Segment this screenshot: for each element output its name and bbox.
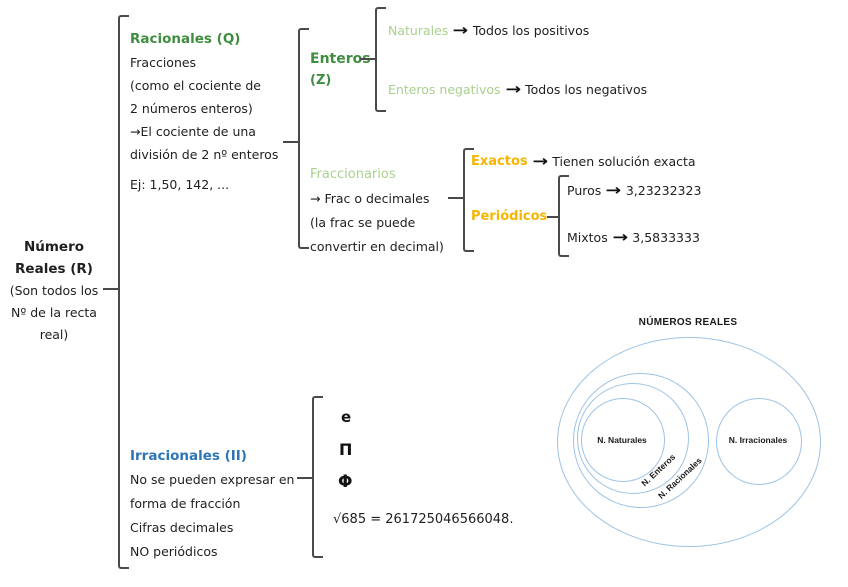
root-label-block: Número Reales (R) (Son todos los Nº de l…	[2, 236, 106, 346]
racionales-line: →El cociente de una	[130, 124, 256, 139]
racionales-block: Racionales (Q) Fracciones (como el cocie…	[130, 28, 278, 196]
venn-circle-enteros	[577, 383, 689, 494]
bracket-enteros-children	[360, 7, 386, 112]
venn-title: NÚMEROS REALES	[638, 317, 738, 328]
venn-circle-racionales	[573, 373, 709, 508]
fraccionarios-line: (la frac se puede	[310, 215, 416, 230]
root-title-line1: Número	[23, 239, 85, 255]
fraccionarios-block: Fraccionarios → Frac o decimales (la fra…	[310, 163, 444, 259]
irracionales-line: forma de fracción	[130, 496, 241, 511]
irracionales-line: NO periódicos	[130, 544, 218, 559]
mixtos-row: Mixtos → 3,5833333	[567, 228, 700, 246]
enteros-block: Enteros (Z)	[310, 48, 371, 92]
exactos-label: Exactos	[471, 153, 528, 169]
venn-label-irracionales: N. Irracionales	[728, 435, 788, 445]
irracionales-title: Irracionales (II)	[130, 448, 247, 464]
phi-symbol: Φ	[338, 472, 353, 492]
mixtos-value: 3,5833333	[632, 229, 700, 245]
arrow-icon: →	[504, 80, 521, 98]
naturales-label: Naturales	[388, 22, 449, 38]
enteros-negativos-desc: Todos los negativos	[525, 81, 648, 97]
venn-label-naturales: N. Naturales	[597, 435, 647, 445]
root-title-line2: Reales (R)	[15, 261, 93, 277]
puros-row: Puros → 3,23232323	[567, 181, 701, 199]
bracket-enteros-tick	[360, 58, 375, 60]
racionales-line: Fracciones	[130, 55, 197, 70]
bracket-irracionales-tick	[297, 477, 312, 479]
euler-number-symbol: e	[341, 408, 352, 426]
periodicos-label-row: Periódicos	[471, 209, 547, 224]
irracionales-line: Cifras decimales	[130, 520, 234, 535]
root-subtitle-line2: Nº de la recta	[11, 305, 97, 320]
periodicos-label: Periódicos	[471, 209, 548, 224]
sqrt-example: √685 = 261725046566048.	[333, 512, 514, 527]
irracionales-block: Irracionales (II) No se pueden expresar …	[130, 444, 294, 564]
arrow-icon: →	[605, 181, 622, 199]
racionales-line: (como el cociente de	[130, 78, 261, 93]
exactos-desc: Tienen solución exacta	[552, 153, 696, 169]
fraccionarios-title: Fraccionarios	[310, 167, 396, 182]
bracket-racionales-children	[283, 28, 309, 249]
bracket-reales-tick	[103, 288, 118, 290]
root-subtitle-line1: (Son todos los	[9, 283, 99, 298]
irracionales-line: No se pueden expresar en	[130, 472, 295, 487]
naturales-row: Naturales → Todos los positivos	[388, 21, 589, 39]
bracket-reales	[103, 15, 129, 569]
bracket-racionales-tick	[283, 141, 298, 143]
bracket-periodicos-children	[547, 175, 569, 257]
fraccionarios-line: → Frac o decimales	[310, 191, 430, 206]
venn-ellipse-reales	[557, 337, 821, 547]
racionales-line: división de 2 nº enteros	[130, 147, 279, 162]
exactos-row: Exactos → Tienen solución exacta	[471, 152, 696, 170]
naturales-desc: Todos los positivos	[472, 22, 590, 38]
puros-value: 3,23232323	[625, 182, 702, 198]
mixtos-label: Mixtos	[567, 229, 608, 245]
arrow-icon: →	[532, 152, 548, 170]
racionales-example: Ej: 1,50, 142, ...	[130, 177, 230, 192]
enteros-negativos-label: Enteros negativos	[388, 81, 501, 97]
puros-label: Puros	[567, 182, 602, 198]
enteros-symbol: (Z)	[310, 73, 332, 88]
pi-symbol: Π	[339, 440, 353, 459]
racionales-line: 2 números enteros)	[130, 101, 253, 116]
arrow-icon: →	[612, 228, 628, 246]
enteros-negativos-row: Enteros negativos → Todos los negativos	[388, 80, 647, 98]
bracket-fraccionarios-tick	[448, 197, 463, 199]
venn-circle-naturales	[581, 398, 665, 482]
fraccionarios-line: convertir en decimal)	[310, 239, 444, 254]
bracket-periodicos-tick	[547, 216, 558, 218]
racionales-title: Racionales (Q)	[130, 31, 241, 47]
enteros-title: Enteros	[310, 51, 371, 67]
bracket-fraccionarios-children	[448, 148, 474, 252]
venn-circle-irracionales	[716, 398, 802, 485]
root-subtitle-line3: real)	[39, 327, 69, 342]
bracket-irracionales-examples	[297, 396, 323, 558]
arrow-icon: →	[452, 21, 469, 39]
